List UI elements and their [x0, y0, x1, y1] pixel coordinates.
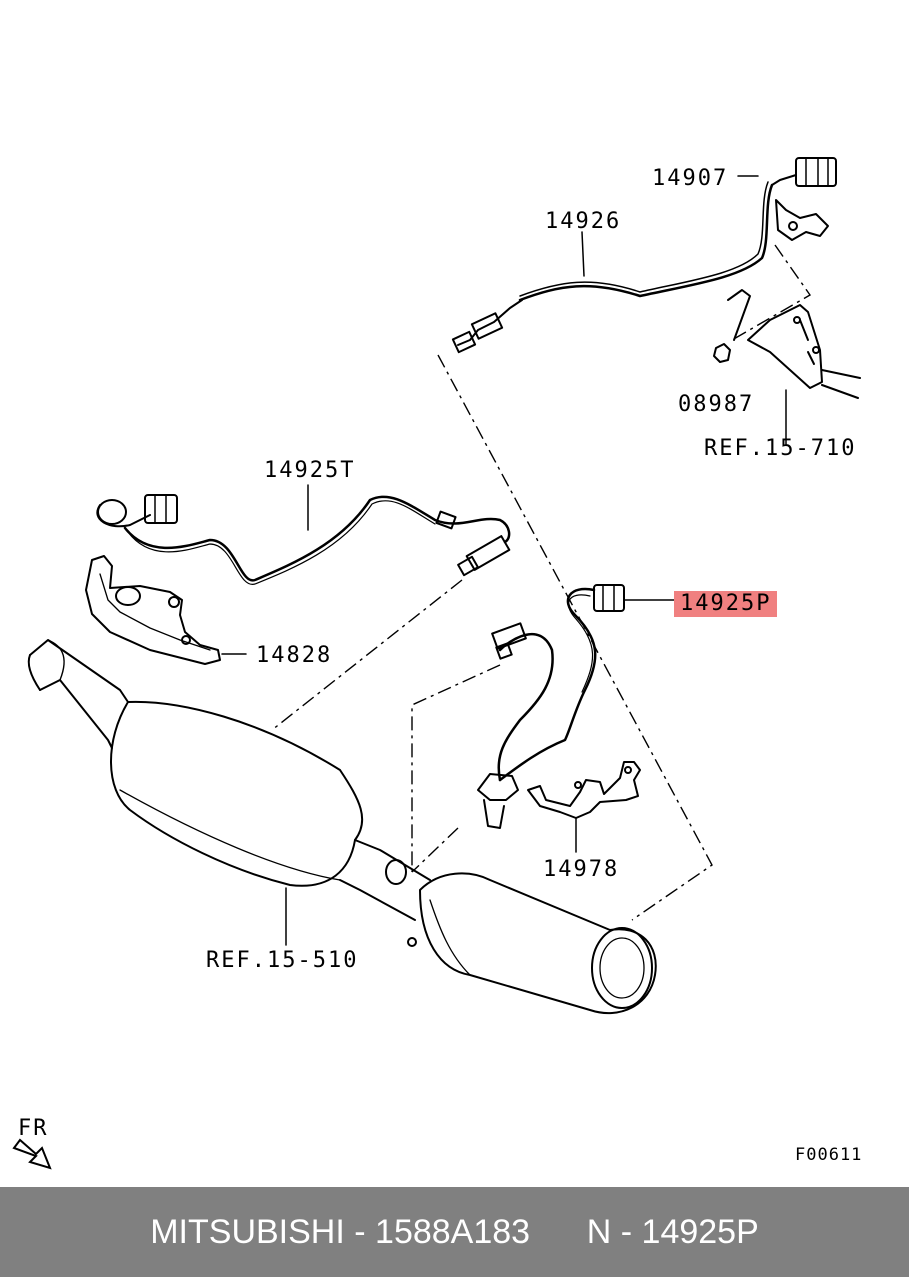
label-fr: FR — [18, 1116, 49, 1141]
front-arrow-icon — [12, 1138, 52, 1170]
label-08987[interactable]: 08987 — [678, 392, 755, 417]
footer-reference: N - 14925P — [586, 1212, 759, 1251]
oxygen-sensor-14925T — [96, 484, 511, 585]
label-ref-15-510[interactable]: REF.15-510 — [206, 948, 359, 973]
label-14907[interactable]: 14907 — [652, 166, 729, 191]
footer-part-number: 1588A183 — [375, 1212, 531, 1251]
label-14828[interactable]: 14828 — [256, 643, 333, 668]
label-14926[interactable]: 14926 — [545, 209, 622, 234]
bracket-ref-15-710 — [727, 289, 861, 446]
nut-08987 — [713, 343, 731, 363]
heat-protector-14828 — [85, 555, 247, 665]
label-ref-15-710[interactable]: REF.15-710 — [704, 436, 857, 461]
oxygen-sensor-14926 — [451, 181, 774, 354]
figure-code: F00611 — [795, 1145, 863, 1165]
exhaust-pipe-ref-15-510 — [27, 639, 431, 946]
label-14978[interactable]: 14978 — [543, 857, 620, 882]
label-14925T[interactable]: 14925T — [264, 458, 356, 483]
footer-bar: MITSUBISHI - 1588A183 N - 14925P — [0, 1187, 909, 1277]
catalytic-converter-rear — [407, 872, 657, 1015]
footer-gap — [530, 1213, 587, 1252]
footer-separator: - — [344, 1212, 376, 1251]
label-14925P-highlighted[interactable]: 14925P — [674, 591, 778, 617]
bracket-14978 — [527, 761, 641, 853]
parts-diagram — [12, 157, 861, 1170]
footer-brand: MITSUBISHI — [150, 1212, 345, 1251]
oxygen-sensor-14925P — [477, 584, 679, 829]
connector-14907 — [771, 157, 837, 241]
